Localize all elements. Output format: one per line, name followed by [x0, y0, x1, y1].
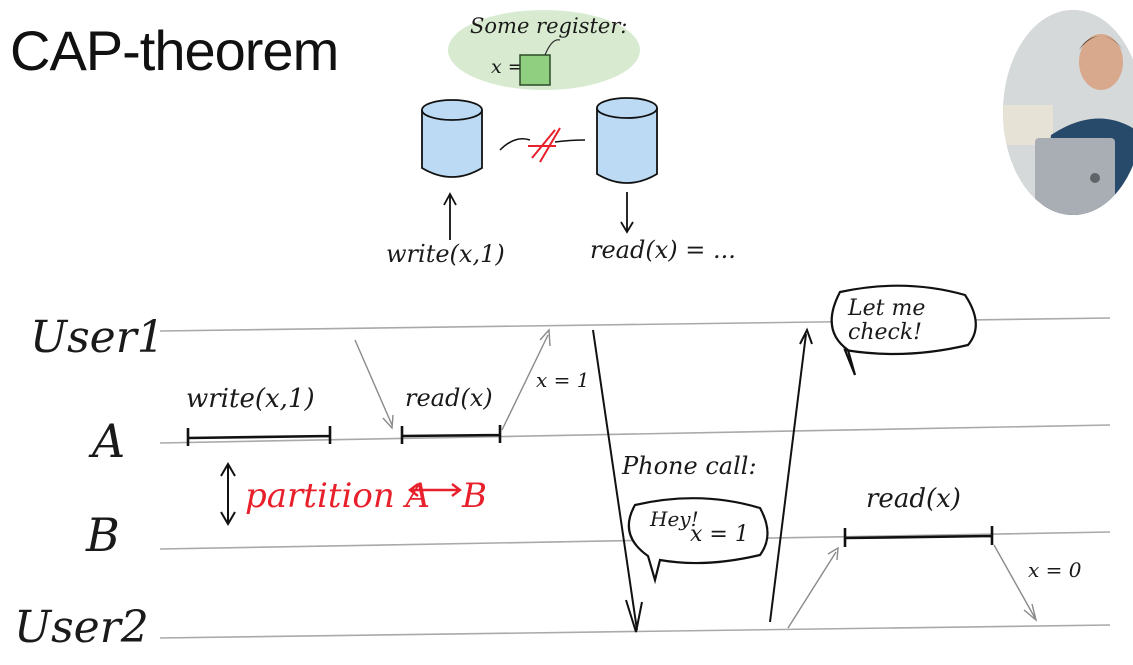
read-b-label: read(x) [866, 484, 961, 514]
db-link [499, 138, 586, 151]
row-label-b: B [86, 508, 120, 562]
read-interval-b [843, 526, 994, 547]
partition-red-arrow [408, 483, 462, 497]
partition-double-arrow [220, 462, 236, 526]
register-label: Some register: [470, 14, 628, 38]
register-pointer [544, 39, 561, 56]
let-me-check-text: Let me check! [848, 296, 926, 345]
phone-call-label: Phone call: [622, 452, 757, 480]
arrow-read-to-user1 [501, 328, 551, 431]
presenter-image [1003, 10, 1133, 215]
top-write-label: write(x,1) [386, 240, 505, 268]
arrow-user2-to-user1 [769, 327, 813, 623]
top-read-label: read(x) = ... [590, 236, 736, 264]
hey-bubble-text-a: Hey! [650, 507, 699, 531]
phone-call-arrow [592, 329, 643, 633]
broken-link-slash [528, 127, 561, 163]
row-label-user2: User2 [14, 602, 149, 653]
register-value-box [519, 54, 551, 86]
database-cylinder-right [596, 97, 658, 184]
read-arrow [620, 192, 634, 234]
timeline-a [159, 424, 1111, 444]
row-label-user1: User1 [30, 312, 165, 363]
x-eq-0-label: x = 0 [1028, 558, 1082, 582]
x-eq-1-label: x = 1 [536, 368, 590, 392]
row-label-a: A [92, 414, 126, 468]
partition-label: partition A [245, 476, 431, 516]
arrow-user2-to-read-b [787, 546, 839, 629]
slide-title: CAP-theorem [10, 19, 339, 82]
read-a-label: read(x) [405, 384, 493, 412]
arrow-user1-to-read [354, 339, 394, 430]
let-me-check-bubble [830, 284, 977, 376]
hey-bubble [627, 497, 769, 585]
write-op-label: write(x,1) [186, 384, 315, 414]
write-arrow [443, 192, 457, 240]
register-var-label: x = [491, 56, 524, 78]
presenter-webcam [1003, 10, 1133, 215]
partition-b-label: B [462, 476, 487, 516]
database-cylinder-left [421, 99, 483, 178]
write-interval [186, 426, 332, 446]
arrow-read-b-to-user2 [993, 544, 1038, 622]
read-interval-a [400, 425, 502, 444]
hey-bubble-text-b: x = 1 [690, 522, 749, 547]
